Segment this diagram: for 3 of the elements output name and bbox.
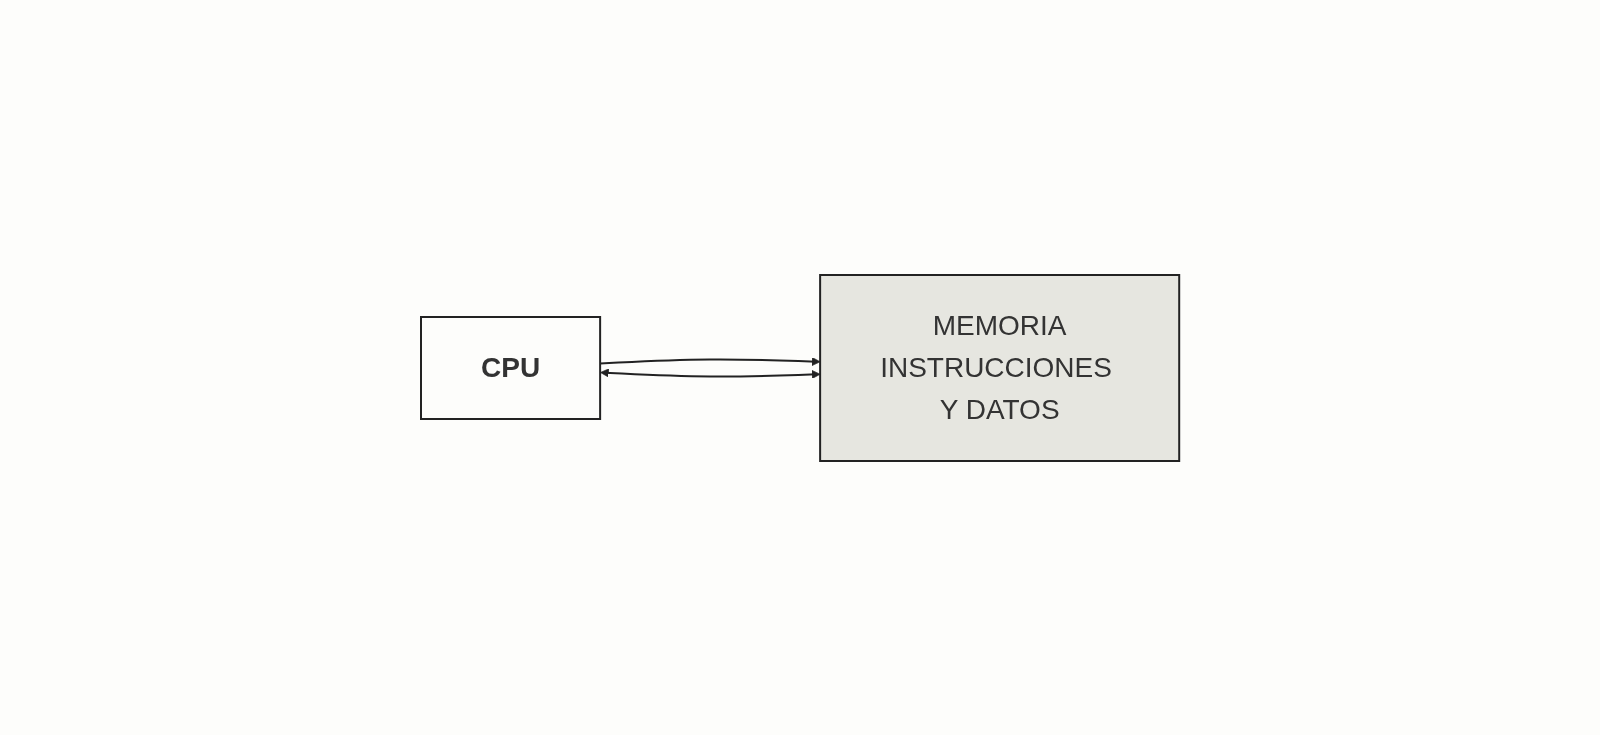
node-box: CPU xyxy=(419,315,601,420)
node-box: MEMORIA INSTRUCCIONES Y DATOS xyxy=(819,273,1181,462)
arrow xyxy=(600,368,821,379)
